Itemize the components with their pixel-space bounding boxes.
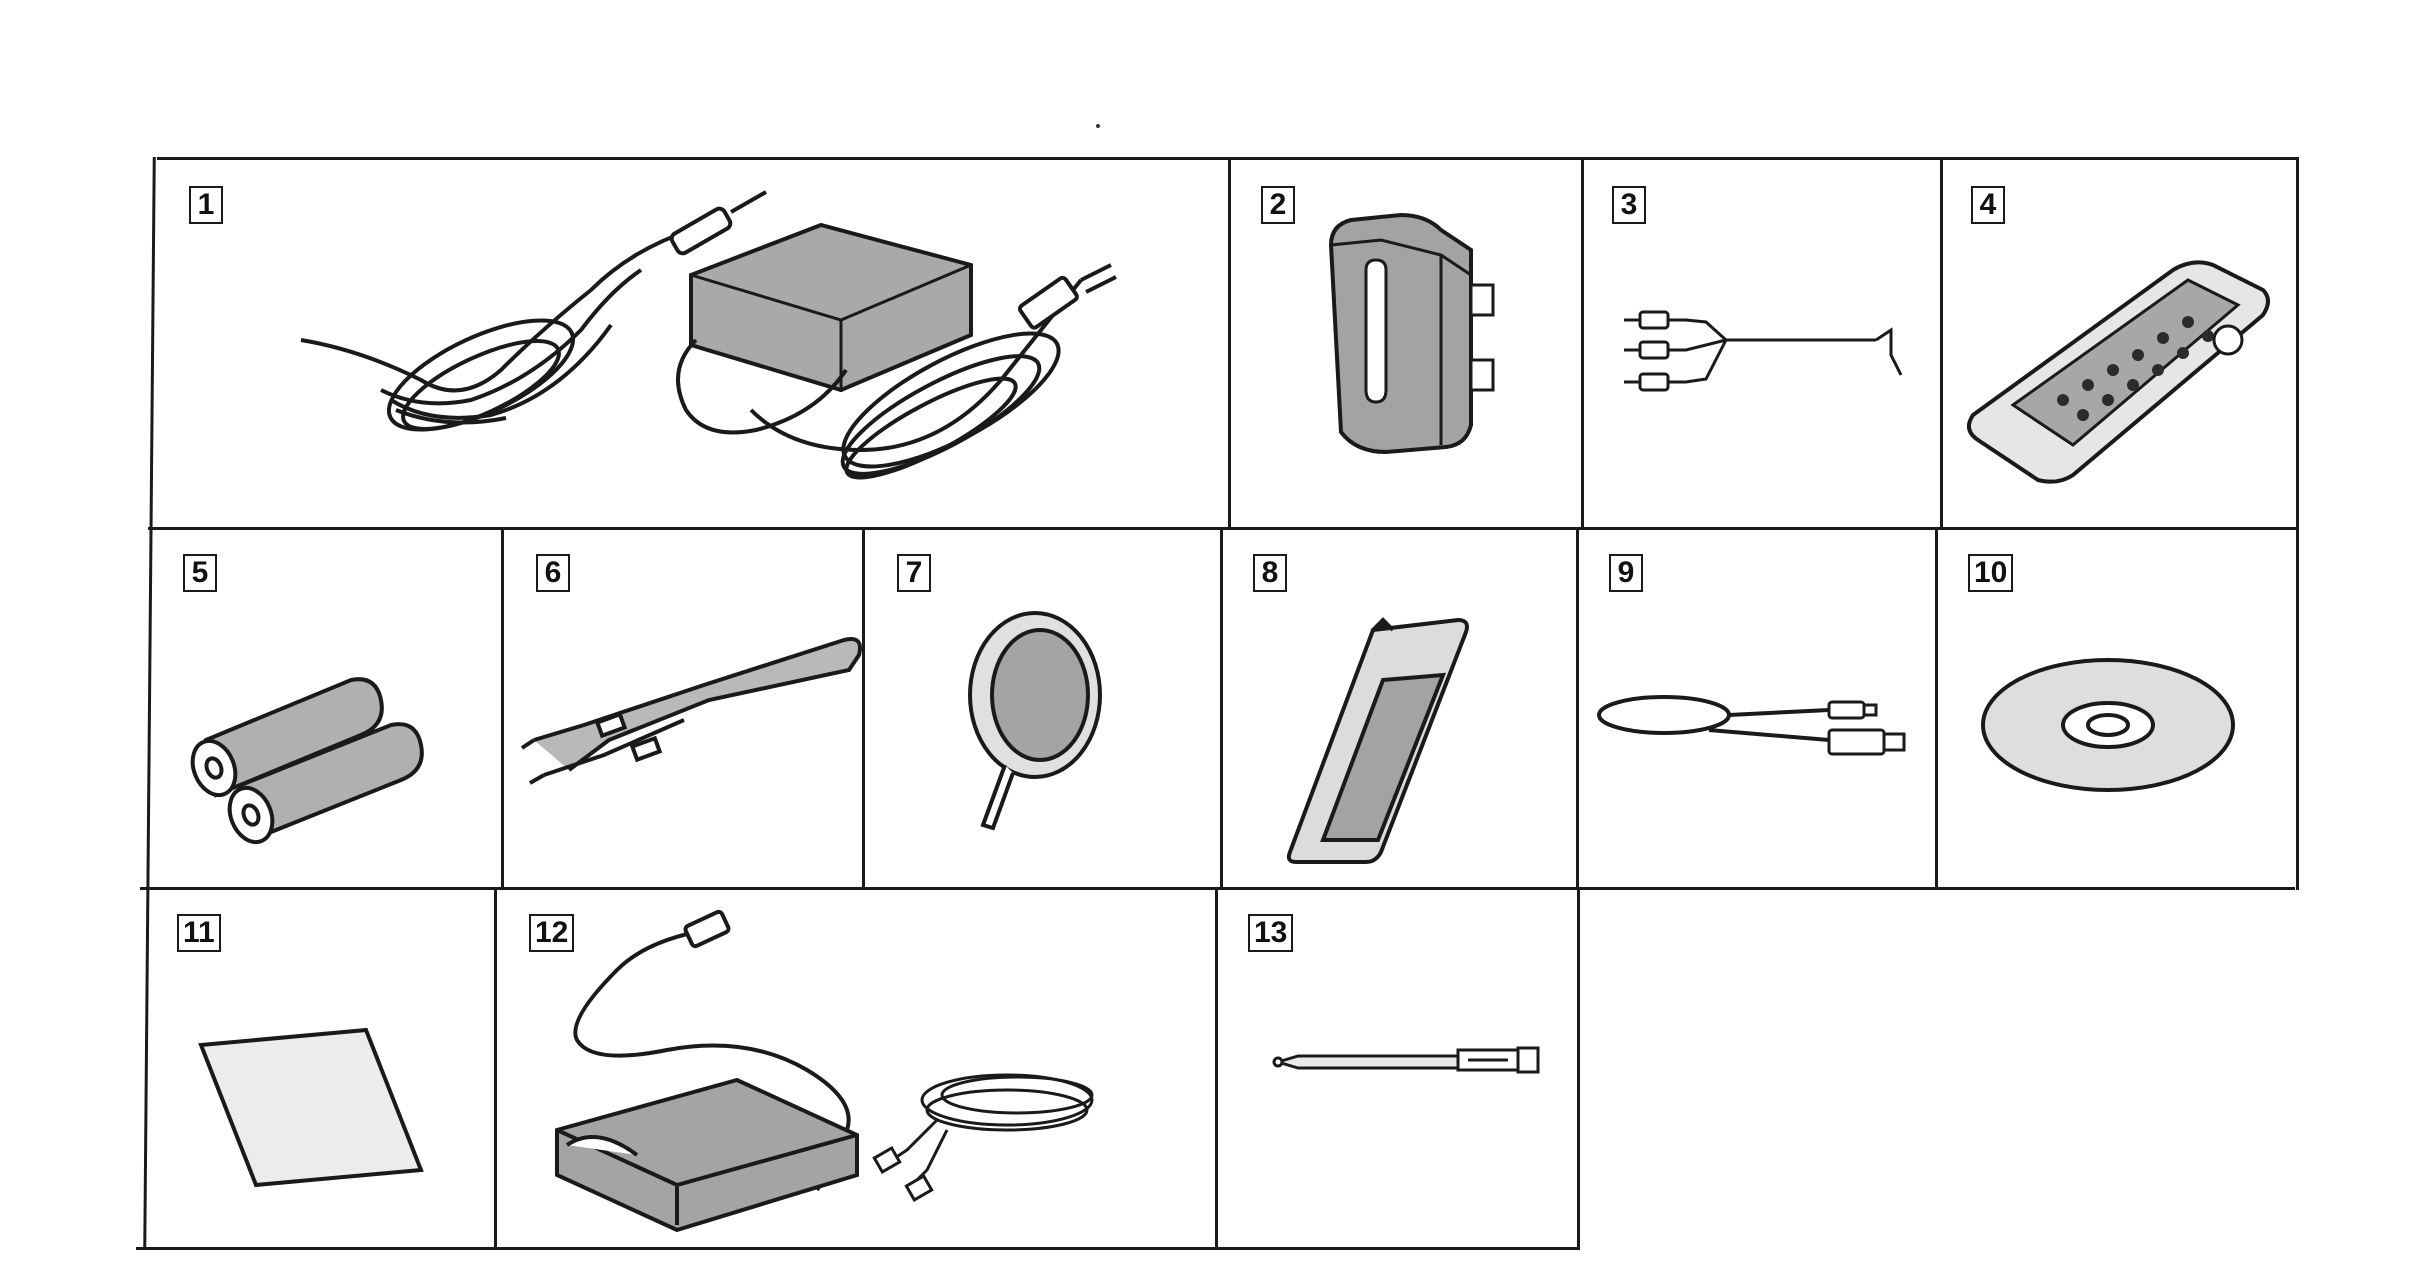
grid-v-12-13 xyxy=(1215,887,1218,1250)
grid-v-2-3 xyxy=(1581,157,1584,530)
item-cell-3: 3 xyxy=(1584,160,1940,527)
item-number: 10 xyxy=(1968,554,2014,592)
grid-row1-bottom xyxy=(148,527,2298,530)
grid-v-5-6 xyxy=(501,527,504,890)
cd-rom-icon xyxy=(1938,530,2296,887)
av-cable-icon xyxy=(1584,160,1940,527)
grid-v-11-12 xyxy=(494,887,497,1250)
item-cell-5: 5 xyxy=(151,530,501,887)
item-number: 12 xyxy=(529,914,575,952)
cleaning-cloth-icon xyxy=(151,890,494,1247)
stylus-pen-icon xyxy=(1218,890,1577,1247)
memory-stick-icon xyxy=(1223,530,1576,887)
item-number: 3 xyxy=(1612,186,1646,224)
item-cell-1: 1 xyxy=(151,160,1228,527)
grid-v-1-2 xyxy=(1228,157,1231,530)
item-number: 11 xyxy=(177,914,221,952)
item-number: 8 xyxy=(1253,554,1287,592)
item-cell-2: 2 xyxy=(1231,160,1581,527)
item-number: 13 xyxy=(1248,914,1294,952)
shoulder-strap-icon xyxy=(504,530,862,887)
memory-stick-reader-icon xyxy=(497,890,1215,1247)
grid-v-9-10 xyxy=(1935,527,1938,890)
item-cell-13: 13 xyxy=(1218,890,1577,1247)
scan-speck xyxy=(1096,124,1100,128)
aa-batteries-icon xyxy=(151,530,501,887)
item-number: 2 xyxy=(1261,186,1295,224)
item-number: 6 xyxy=(536,554,570,592)
grid-v-7-8 xyxy=(1220,527,1223,890)
item-cell-12: 12 xyxy=(497,890,1215,1247)
grid-v-13-right xyxy=(1577,887,1580,1250)
remote-control-icon xyxy=(1943,160,2296,527)
battery-pack-icon xyxy=(1231,160,1581,527)
ac-adaptor-icon xyxy=(151,160,1228,527)
item-cell-9: 9 xyxy=(1579,530,1935,887)
grid-v-6-7 xyxy=(862,527,865,890)
grid-right-border xyxy=(2296,157,2299,890)
item-number: 4 xyxy=(1971,186,2005,224)
item-cell-10: 10 xyxy=(1938,530,2296,887)
item-cell-6: 6 xyxy=(504,530,862,887)
item-number: 1 xyxy=(189,186,223,224)
item-number: 5 xyxy=(183,554,217,592)
usb-cable-icon xyxy=(1579,530,1935,887)
item-cell-8: 8 xyxy=(1223,530,1576,887)
item-number: 7 xyxy=(897,554,931,592)
grid-v-3-4 xyxy=(1940,157,1943,530)
item-cell-7: 7 xyxy=(865,530,1220,887)
item-number: 9 xyxy=(1609,554,1643,592)
grid-v-8-9 xyxy=(1576,527,1579,890)
grid-top-border xyxy=(157,157,2297,160)
item-cell-4: 4 xyxy=(1943,160,2296,527)
lens-cap-icon xyxy=(865,530,1220,887)
item-cell-11: 11 xyxy=(151,890,494,1247)
grid-bottom-border xyxy=(136,1247,1580,1250)
